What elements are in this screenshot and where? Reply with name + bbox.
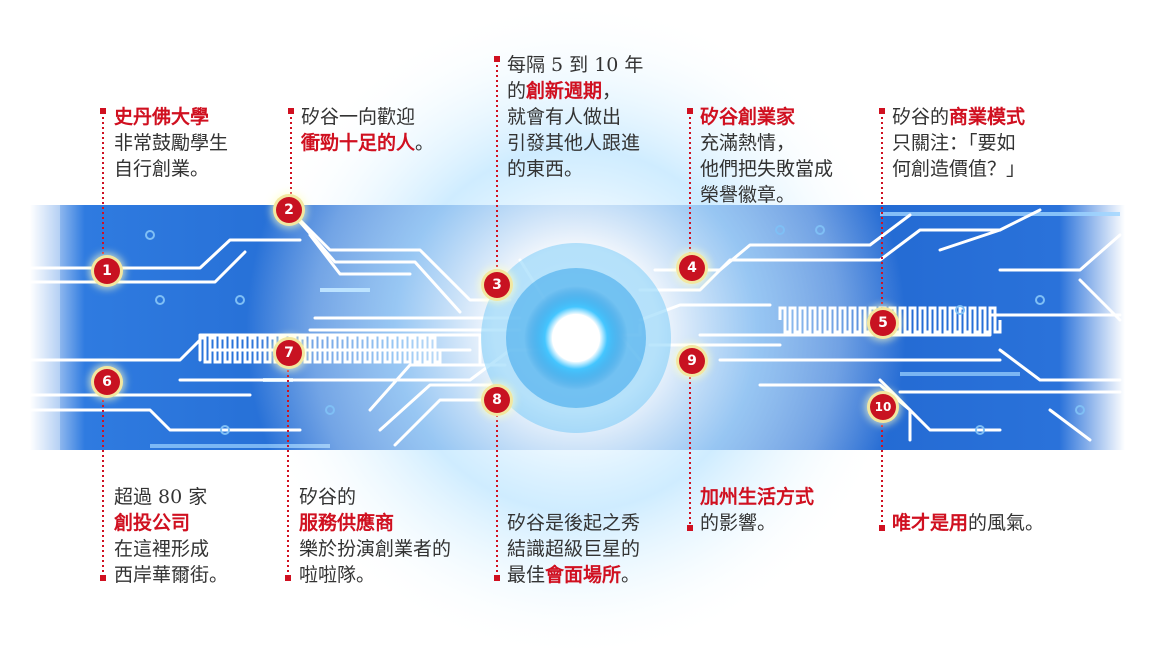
caption-text: 的東西。: [507, 158, 584, 180]
caption-line: 衝勁十足的人。: [301, 130, 434, 156]
caption-9: 加州生活方式的影響。: [700, 484, 814, 536]
caption-10: 唯才是用的風氣。: [892, 510, 1044, 536]
caption-line: 矽谷創業家: [700, 104, 833, 130]
caption-text: 充滿熱情，: [700, 132, 796, 154]
caption-text: 只關注：「要如: [892, 132, 1016, 154]
caption-line: 矽谷一向歡迎: [301, 104, 434, 130]
caption-line: 啦啦隊。: [299, 562, 451, 588]
caption-text: 最佳: [507, 564, 546, 586]
caption-line: 史丹佛大學: [114, 104, 228, 130]
caption-5: 矽谷的商業模式只關注：「要如何創造價值？」: [892, 104, 1025, 182]
caption-highlight: 會面場所: [545, 564, 622, 586]
caption-text: 在這裡形成: [114, 538, 210, 560]
caption-highlight: 商業模式: [949, 106, 1026, 128]
caption-line: 矽谷的: [299, 484, 451, 510]
leader-lines: [102, 60, 883, 578]
caption-text: 何創造價值？」: [892, 158, 1026, 180]
marker-6: 6: [94, 369, 120, 395]
leader-end-squares: [100, 56, 885, 581]
caption-line: 充滿熱情，: [700, 130, 833, 156]
caption-8: 矽谷是後起之秀結識超級巨星的最佳會面場所。: [507, 510, 640, 588]
caption-line: 非常鼓勵學生: [114, 130, 228, 156]
caption-7: 矽谷的服務供應商樂於扮演創業者的啦啦隊。: [299, 484, 451, 588]
caption-text: 的: [507, 80, 527, 102]
caption-line: 的東西。: [507, 156, 643, 182]
caption-text: 矽谷一向歡迎: [301, 106, 416, 128]
caption-text: 。: [621, 564, 641, 586]
caption-2: 矽谷一向歡迎衝勁十足的人。: [301, 104, 434, 156]
caption-line: 的影響。: [700, 510, 814, 536]
marker-9: 9: [679, 348, 705, 374]
marker-7: 7: [276, 340, 302, 366]
marker-3: 3: [484, 272, 510, 298]
marker-1: 1: [94, 258, 120, 284]
caption-line: 只關注：「要如: [892, 130, 1025, 156]
caption-line: 每隔 5 到 10 年: [507, 52, 643, 78]
caption-1: 史丹佛大學非常鼓勵學生自行創業。: [114, 104, 228, 182]
caption-line: 自行創業。: [114, 156, 228, 182]
caption-6: 超過 80 家創投公司在這裡形成西岸華爾街。: [114, 484, 228, 588]
caption-line: 的創新週期，: [507, 78, 643, 104]
caption-text: 啦啦隊。: [299, 564, 376, 586]
caption-line: 服務供應商: [299, 510, 451, 536]
marker-4: 4: [679, 255, 705, 281]
caption-text: 西岸華爾街。: [114, 564, 229, 586]
caption-line: 榮譽徽章。: [700, 182, 833, 208]
marker-2: 2: [276, 197, 302, 223]
caption-4: 矽谷創業家充滿熱情， 他們把失敗當成榮譽徽章。: [700, 104, 833, 208]
caption-line: 創投公司: [114, 510, 228, 536]
caption-line: 唯才是用的風氣。: [892, 510, 1044, 536]
caption-highlight: 創新週期: [526, 80, 603, 102]
caption-line: 最佳會面場所。: [507, 562, 640, 588]
caption-line: 加州生活方式: [700, 484, 814, 510]
caption-highlight: 史丹佛大學: [114, 106, 210, 128]
marker-10: 10: [870, 394, 896, 420]
caption-line: 結識超級巨星的: [507, 536, 640, 562]
caption-text: 矽谷是後起之秀: [507, 512, 641, 534]
caption-text: 引發其他人跟進: [507, 132, 641, 154]
caption-line: 引發其他人跟進: [507, 130, 643, 156]
caption-text: 自行創業。: [114, 158, 210, 180]
caption-text: 非常鼓勵學生: [114, 132, 229, 154]
caption-text: ，: [602, 80, 622, 102]
caption-text: 榮譽徽章。: [700, 184, 796, 206]
marker-5: 5: [870, 310, 896, 336]
caption-highlight: 矽谷創業家: [700, 106, 796, 128]
caption-text: 。: [415, 132, 435, 154]
caption-line: 超過 80 家: [114, 484, 228, 510]
caption-highlight: 衝勁十足的人: [301, 132, 416, 154]
caption-line: 何創造價值？」: [892, 156, 1025, 182]
caption-highlight: 加州生活方式: [700, 486, 815, 508]
caption-highlight: 創投公司: [114, 512, 191, 534]
caption-line: 樂於扮演創業者的: [299, 536, 451, 562]
caption-line: 矽谷是後起之秀: [507, 510, 640, 536]
caption-line: 就會有人做出: [507, 104, 643, 130]
caption-highlight: 唯才是用: [892, 512, 969, 534]
caption-text: 他們把失敗當成: [700, 158, 834, 180]
caption-line: 矽谷的商業模式: [892, 104, 1025, 130]
caption-text: 樂於扮演創業者的: [299, 538, 452, 560]
marker-8: 8: [484, 387, 510, 413]
caption-line: 他們把失敗當成: [700, 156, 833, 182]
caption-text: 結識超級巨星的: [507, 538, 641, 560]
caption-3: 每隔 5 到 10 年的創新週期，就會有人做出引發其他人跟進的東西。: [507, 52, 643, 182]
caption-text: 的風氣。: [968, 512, 1045, 534]
caption-line: 在這裡形成: [114, 536, 228, 562]
caption-highlight: 服務供應商: [299, 512, 395, 534]
caption-text: 矽谷的: [892, 106, 950, 128]
caption-text: 每隔 5 到 10 年: [507, 54, 644, 76]
caption-text: 超過 80 家: [114, 486, 208, 508]
circuit-pads: [145, 225, 1085, 435]
caption-text: 就會有人做出: [507, 106, 622, 128]
caption-text: 的影響。: [700, 512, 777, 534]
caption-text: 矽谷的: [299, 486, 357, 508]
caption-line: 西岸華爾街。: [114, 562, 228, 588]
